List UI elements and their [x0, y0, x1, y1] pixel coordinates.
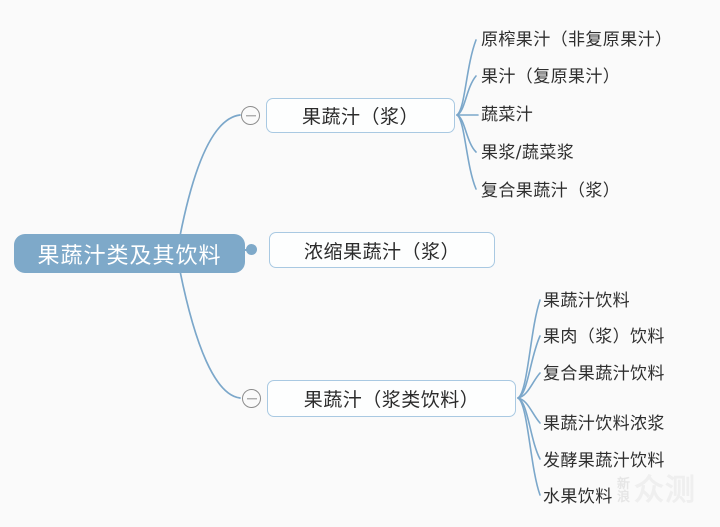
- root-node-label: 果蔬汁类及其饮料: [37, 243, 222, 269]
- branch-node-label: 果蔬汁（浆类饮料）: [303, 389, 480, 411]
- leaf-node[interactable]: 复合果蔬汁（浆）: [481, 181, 621, 201]
- branch-node-label: 果蔬汁（浆）: [301, 106, 419, 128]
- minus-circle-icon-branch-2[interactable]: [242, 389, 261, 408]
- leaf-node[interactable]: 蔬菜汁: [481, 105, 534, 125]
- branch-node-label: 浓缩果蔬汁（浆）: [303, 240, 460, 263]
- leaf-node[interactable]: 果浆/蔬菜浆: [481, 143, 575, 163]
- leaf-node[interactable]: 水果饮料: [543, 487, 613, 507]
- branch-node-fruit-vegetable-juice[interactable]: 果蔬汁（浆）: [266, 98, 455, 133]
- minus-circle-icon-branch-0[interactable]: [241, 106, 260, 125]
- leaf-node[interactable]: 发酵果蔬汁饮料: [543, 451, 665, 471]
- leaf-node[interactable]: 果蔬汁饮料浓浆: [543, 414, 665, 434]
- root-node[interactable]: 果蔬汁类及其饮料: [14, 234, 245, 273]
- branch-node-concentrated-juice[interactable]: 浓缩果蔬汁（浆）: [269, 232, 495, 268]
- leaf-node[interactable]: 果蔬汁饮料: [543, 291, 630, 311]
- leaf-node[interactable]: 果肉（浆）饮料: [543, 327, 665, 347]
- leaf-node[interactable]: 果汁（复原果汁）: [481, 67, 621, 87]
- bullet-dot-icon-branch-1[interactable]: [246, 244, 257, 255]
- leaf-node[interactable]: 原榨果汁（非复原果汁）: [481, 30, 673, 50]
- branch-node-juice-beverages[interactable]: 果蔬汁（浆类饮料）: [267, 380, 516, 417]
- leaf-node[interactable]: 复合果蔬汁饮料: [543, 364, 665, 384]
